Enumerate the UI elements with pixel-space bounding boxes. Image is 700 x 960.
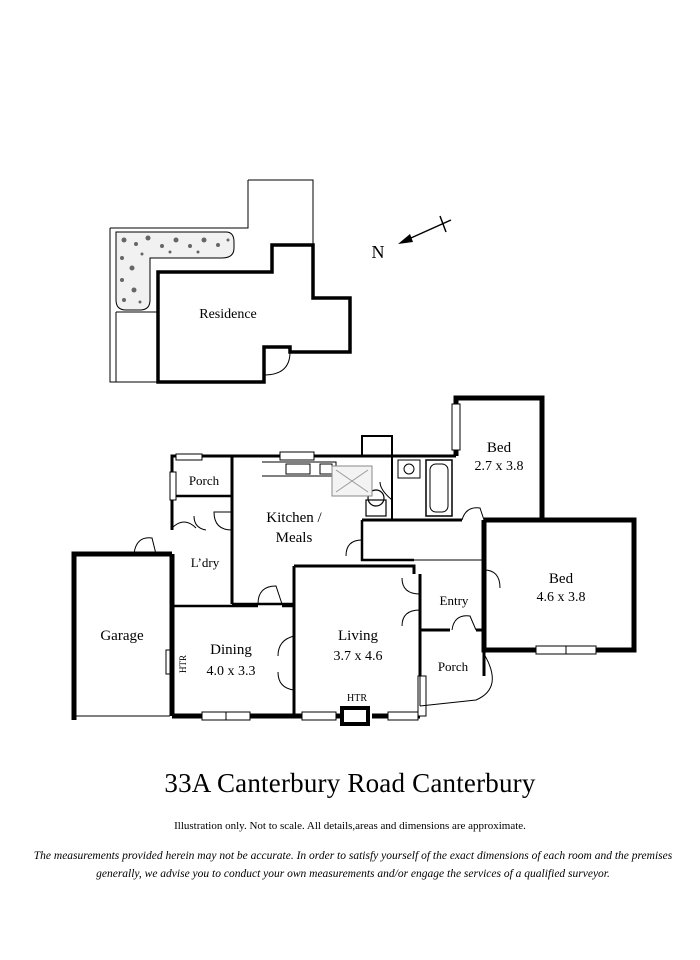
entry-label: Entry	[440, 593, 469, 608]
bed2-name: Bed	[549, 571, 574, 587]
living-size: 3.7 x 4.6	[334, 649, 383, 664]
garden-plants	[120, 235, 230, 304]
bed2-size: 4.6 x 3.8	[537, 590, 586, 605]
north-label: N	[372, 242, 385, 262]
site-plan: Residence N	[109, 179, 452, 384]
north-arrow-icon	[398, 215, 452, 244]
living-name: Living	[338, 628, 378, 644]
htr-dining-label: HTR	[178, 655, 188, 673]
htr-living-label: HTR	[347, 693, 367, 704]
scale-note: Illustration only. Not to scale. All det…	[174, 820, 526, 832]
main-floor-plan	[71, 395, 637, 726]
dining-name: Dining	[210, 642, 252, 658]
kitchen-label-line2: Meals	[276, 530, 313, 546]
garage-label: Garage	[100, 628, 144, 644]
bed1-name: Bed	[487, 440, 512, 456]
property-address: 33A Canterbury Road Canterbury	[164, 768, 536, 798]
porch-front-label: Porch	[438, 659, 469, 674]
kitchen-label-line1: Kitchen /	[266, 510, 322, 526]
laundry-label: L’dry	[191, 555, 220, 570]
garden-bed	[115, 231, 235, 311]
residence-label: Residence	[199, 307, 257, 322]
dining-size: 4.0 x 3.3	[207, 664, 256, 679]
room-labels: Bed 2.7 x 3.8 Bed 4.6 x 3.8 Kitchen / Me…	[100, 440, 585, 704]
porch-left-label: Porch	[189, 473, 220, 488]
measurement-disclaimer: The measurements provided herein may not…	[33, 850, 673, 880]
bed1-size: 2.7 x 3.8	[475, 459, 524, 474]
